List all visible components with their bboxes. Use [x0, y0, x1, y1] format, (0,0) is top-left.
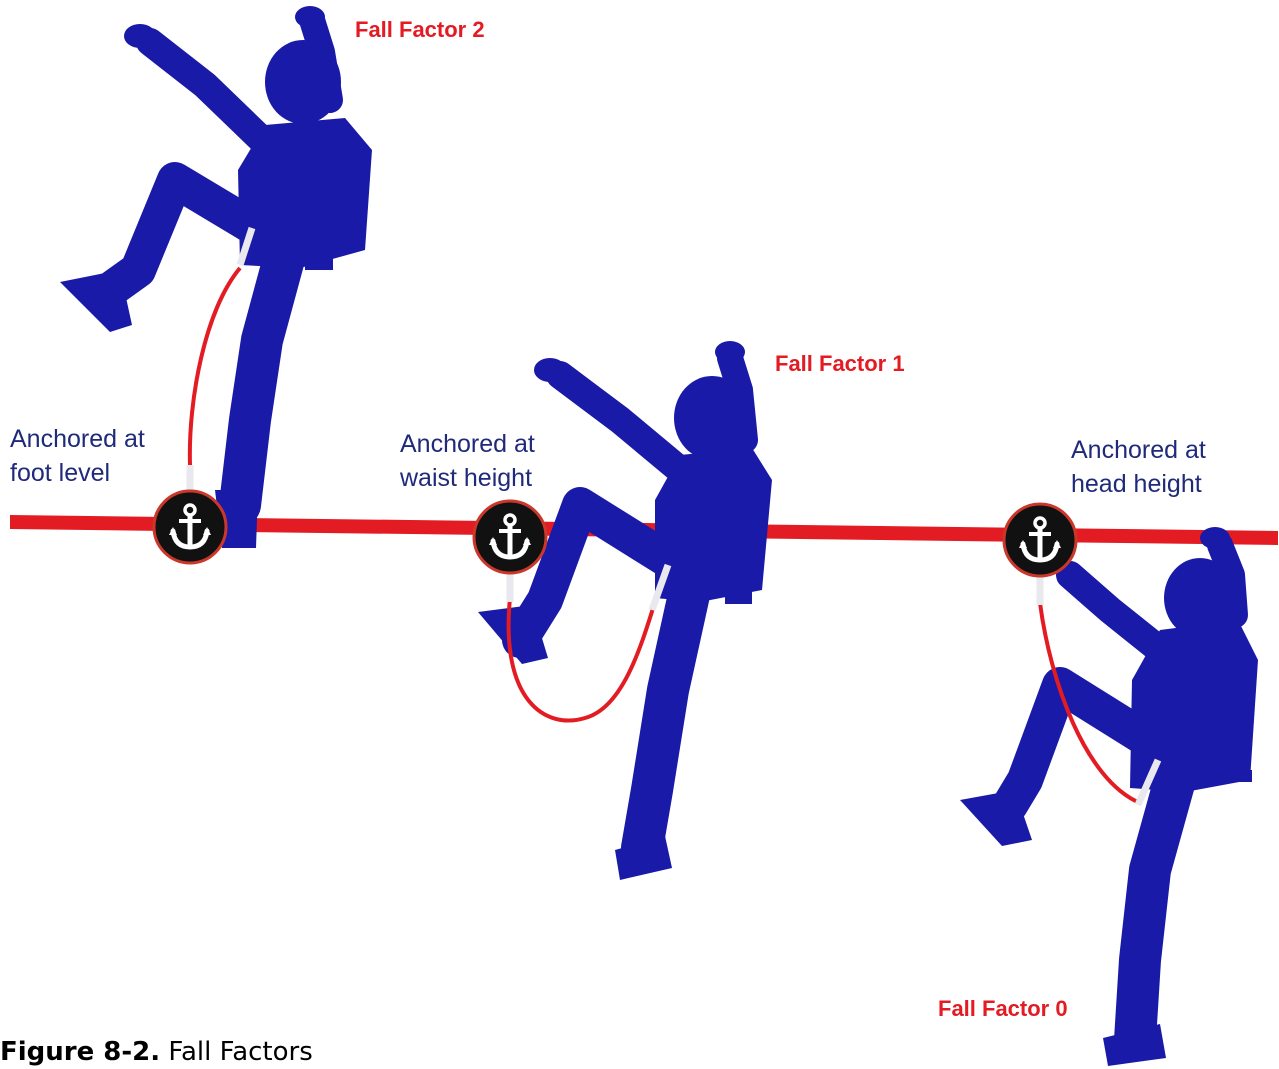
anchor-icon	[154, 491, 226, 563]
anchor-1-label-line2: foot level	[10, 459, 110, 487]
fall-factor-2-label: Fall Factor 2	[355, 17, 485, 42]
anchor-1-label-line1: Anchored at	[10, 425, 145, 453]
figure-caption: Figure 8-2. Fall Factors	[0, 1036, 313, 1069]
anchor-3-label-line1: Anchored at	[1071, 436, 1206, 464]
anchor-2-label-line2: waist height	[399, 464, 532, 492]
figure-title: Fall Factors	[168, 1037, 312, 1067]
anchor-icon	[474, 501, 546, 573]
figure-number: Figure 8-2.	[0, 1037, 160, 1067]
anchor-2-label-line1: Anchored at	[400, 430, 535, 458]
anchor-3-label-line2: head height	[1071, 470, 1202, 498]
climber-figure-3	[960, 527, 1258, 1066]
climber-figure-2	[478, 341, 772, 880]
fall-factor-0-label: Fall Factor 0	[938, 996, 1068, 1021]
fall-factor-1-label: Fall Factor 1	[775, 351, 905, 376]
anchor-icon	[1004, 504, 1076, 576]
